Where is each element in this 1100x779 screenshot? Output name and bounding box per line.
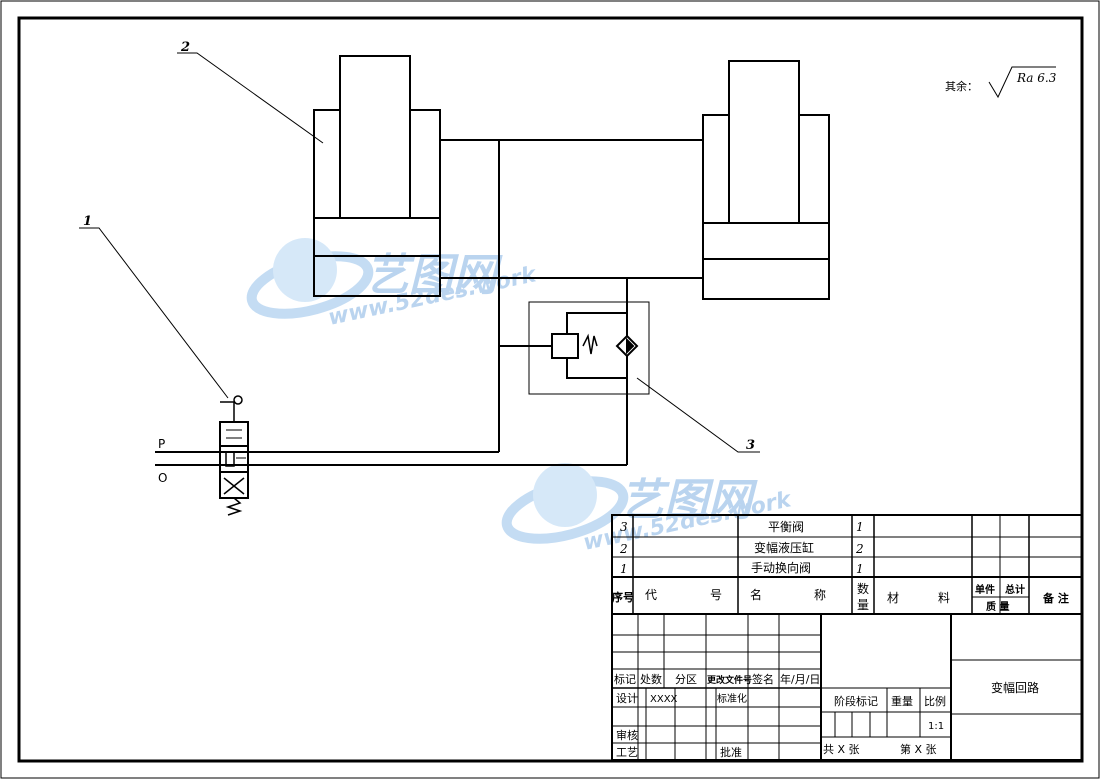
bom-header-code1: 代: [645, 588, 657, 602]
tb-approve: 批准: [720, 745, 742, 759]
title-block-text: 标记 处数 分区 更改文件号 签名 年/月/日 设计 XXXX 标准化 审核 工…: [614, 672, 1039, 759]
roughness-value: Ra 6.3: [1016, 71, 1057, 85]
tb-weight: 重量: [891, 694, 913, 708]
tb-scale: 比例: [924, 694, 946, 708]
balance-valve: [499, 301, 650, 395]
tb-designer: XXXX: [650, 694, 678, 705]
bom-row-qty: 1: [856, 562, 864, 576]
watermark-cn-1: 艺图网: [365, 250, 503, 301]
bom-row-name: 变幅液压缸: [754, 540, 814, 555]
bom-header-total: 总计: [1005, 583, 1025, 596]
bom-header-remark: 备 注: [1042, 591, 1069, 605]
bom-header-seq: 序号: [612, 590, 634, 604]
bom-row-no: 3: [620, 520, 628, 534]
callout-1: 1: [83, 214, 92, 229]
cylinder-right: [702, 60, 830, 300]
port-o-label: O: [158, 471, 167, 485]
bom-row-qty: 2: [855, 542, 864, 556]
bom-table: [611, 514, 1083, 615]
bom-header-mat2: 料: [938, 591, 950, 605]
tb-count: 处数: [640, 673, 662, 686]
inner-frame: [17, 16, 1084, 763]
tb-check: 审核: [616, 728, 638, 742]
tb-date: 年/月/日: [780, 672, 820, 686]
tb-mark: 标记: [614, 672, 636, 686]
watermark-cn-2: 艺图网: [620, 475, 758, 526]
callout-3: 3: [746, 438, 755, 453]
tb-process: 工艺: [616, 746, 638, 759]
bom-row-qty: 1: [856, 520, 864, 534]
bom-header-name2: 称: [814, 588, 826, 602]
tb-docno: 更改文件号: [707, 674, 752, 686]
tb-sheet: 第 X 张: [900, 742, 937, 756]
bom-row-name: 手动换向阀: [751, 560, 811, 575]
bom-header-mat1: 材: [887, 591, 899, 605]
tb-scale-value: 1:1: [928, 721, 944, 732]
tb-sheets: 共 X 张: [823, 743, 860, 756]
tb-design: 设计: [616, 692, 638, 705]
roughness-symbol: [988, 66, 1056, 99]
bom-header: 序号 代 号 名 称 数 量 材 料 单件 总计 质 量 备 注: [612, 581, 1069, 613]
bom-header-mass: 质 量: [986, 600, 1009, 613]
bom-row-name: 平衡阀: [768, 520, 804, 534]
leader-lines: [79, 52, 760, 453]
bom-header-unit: 单件: [975, 583, 995, 596]
tb-title: 变幅回路: [991, 680, 1039, 695]
hydraulic-circuit: [155, 55, 830, 516]
callout-2: 2: [180, 40, 190, 55]
watermark-logo-2: 艺图网 www.52des.work: [501, 463, 795, 556]
roughness-prefix: 其余：: [945, 79, 978, 93]
tb-stage: 阶段标记: [834, 694, 878, 708]
bom-header-qty2: 量: [857, 598, 869, 612]
tb-sign: 签名: [752, 672, 774, 686]
tb-zone: 分区: [675, 673, 697, 686]
title-block: [611, 613, 1083, 761]
bom-header-name1: 名: [750, 587, 762, 602]
port-p-label: P: [158, 437, 165, 451]
bom-row-no: 1: [620, 562, 628, 576]
bom-header-qty1: 数: [857, 581, 869, 596]
bom-header-code2: 号: [710, 588, 722, 602]
bom-row-no: 2: [619, 542, 628, 556]
directional-valve: [219, 395, 249, 516]
watermark-logo-1: 艺图网 www.52des.work: [246, 238, 540, 331]
bom-rows: 3 平衡阀 1 2 变幅液压缸 2 1 手动换向阀 1: [619, 520, 864, 576]
cylinder-left: [313, 55, 441, 297]
tb-standard: 标准化: [717, 692, 747, 705]
